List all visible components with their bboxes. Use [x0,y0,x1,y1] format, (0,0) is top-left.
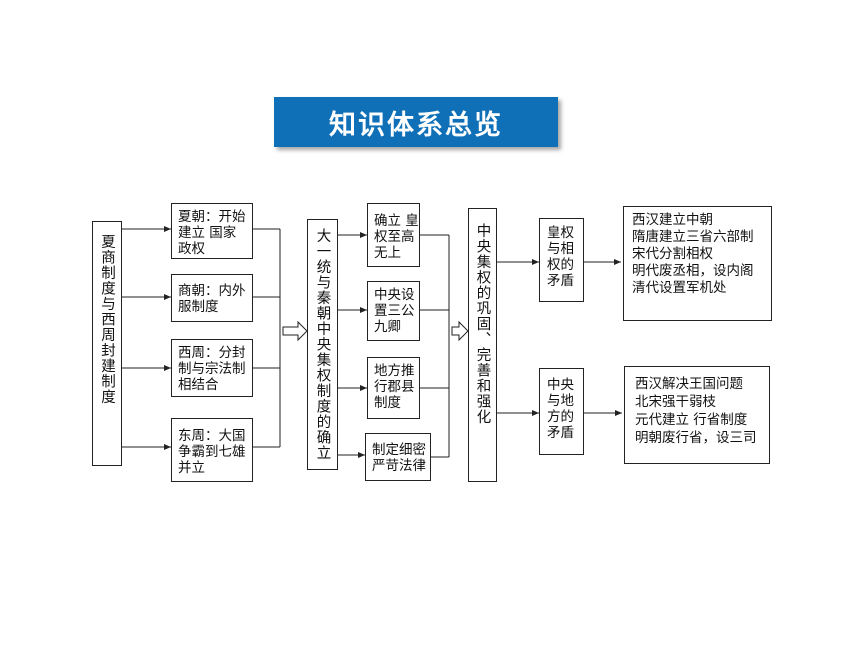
dynasty-box-western-zhou: 西周：分封 制与宗法制 相结合 [171,339,253,397]
consolidation-label: 中央集权的巩固、完善和强化 [474,223,491,425]
qin-item-box: 地方推 行郡县 制度 [367,357,420,419]
dynasty-line: 政权 [178,241,205,257]
qin-item-line: 制度 [374,395,401,411]
detail-line: 明代废丞相，设内阁 [632,263,754,279]
detail-line: 宋代分割相权 [632,246,713,262]
qin-item-line: 九卿 [374,319,401,335]
detail-line: 隋唐建立三省六部制 [632,229,754,245]
dynasty-line: 西周：分封 [178,345,246,361]
qin-item-box: 确立 皇 权至高 无上 [367,203,420,267]
qin-item-line: 行郡县 [374,379,415,395]
root-label: 夏商制度与西周封建制度 [99,234,115,405]
qin-item-line: 地方推 [374,363,415,379]
detail-box-local-power: 西汉解决王国问题 北宋强干弱枝 元代建立 行省制度 明朝废行省，设三司 [624,366,770,464]
qin-item-line: 无上 [374,245,401,261]
dynasty-box-xia: 夏朝：开始 建立 国家 政权 [171,203,253,259]
contradiction-line: 矛盾 [547,273,574,289]
qin-item-line: 权至高 [374,229,415,245]
contradiction-line: 与相 [547,241,574,257]
contradiction-box-central-local: 中央 与地 方的 矛盾 [539,368,584,455]
dynasty-line: 商朝：内外 [178,283,246,299]
detail-line: 明朝废行省，设三司 [635,430,757,446]
qin-item-line: 制定细密 [372,442,426,458]
qin-item-line: 中央设 [374,287,415,303]
dynasty-box-eastern-zhou: 东周：大国 争霸到七雄 并立 [171,418,253,482]
qin-item-line: 置三公 [374,303,415,319]
contradiction-line: 矛盾 [547,425,574,441]
contradiction-line: 与地 [547,393,574,409]
detail-line: 西汉解决王国问题 [635,376,743,392]
qin-item-box: 制定细密 严苛法律 [365,433,431,481]
title-banner: 知识体系总览 [274,97,558,147]
dynasty-line: 夏朝：开始 [178,209,246,225]
contradiction-line: 权的 [547,257,574,273]
dynasty-box-shang: 商朝：内外 服制度 [171,274,253,322]
dynasty-line: 相结合 [178,377,219,393]
contradiction-line: 皇权 [547,225,574,241]
qin-item-line: 严苛法律 [372,458,426,474]
contradiction-line: 中央 [547,377,574,393]
qin-item-box: 中央设 置三公 九卿 [367,281,420,341]
dynasty-line: 并立 [178,460,205,476]
qin-label: 大一统与秦朝中央集权制度的确立 [314,228,331,461]
detail-line: 北宋强干弱枝 [635,394,716,410]
detail-box-central-power: 西汉建立中朝 隋唐建立三省六部制 宋代分割相权 明代废丞相，设内阁 清代设置军机… [623,206,772,321]
dynasty-line: 东周：大国 [178,428,246,444]
dynasty-line: 制与宗法制 [178,361,246,377]
dynasty-line: 争霸到七雄 [178,444,246,460]
contradiction-line: 方的 [547,409,574,425]
dynasty-line: 建立 国家 [178,225,237,241]
dynasty-line: 服制度 [178,299,219,315]
qin-box: 大一统与秦朝中央集权制度的确立 [307,219,338,470]
detail-line: 西汉建立中朝 [632,212,713,228]
detail-line: 元代建立 行省制度 [635,412,748,428]
root-box: 夏商制度与西周封建制度 [92,221,122,466]
consolidation-box: 中央集权的巩固、完善和强化 [468,208,497,482]
qin-item-line: 确立 皇 [374,213,419,229]
page-title: 知识体系总览 [329,109,503,141]
detail-line: 清代设置军机处 [632,280,727,296]
contradiction-box-emperor-chancellor: 皇权 与相 权的 矛盾 [539,218,584,302]
